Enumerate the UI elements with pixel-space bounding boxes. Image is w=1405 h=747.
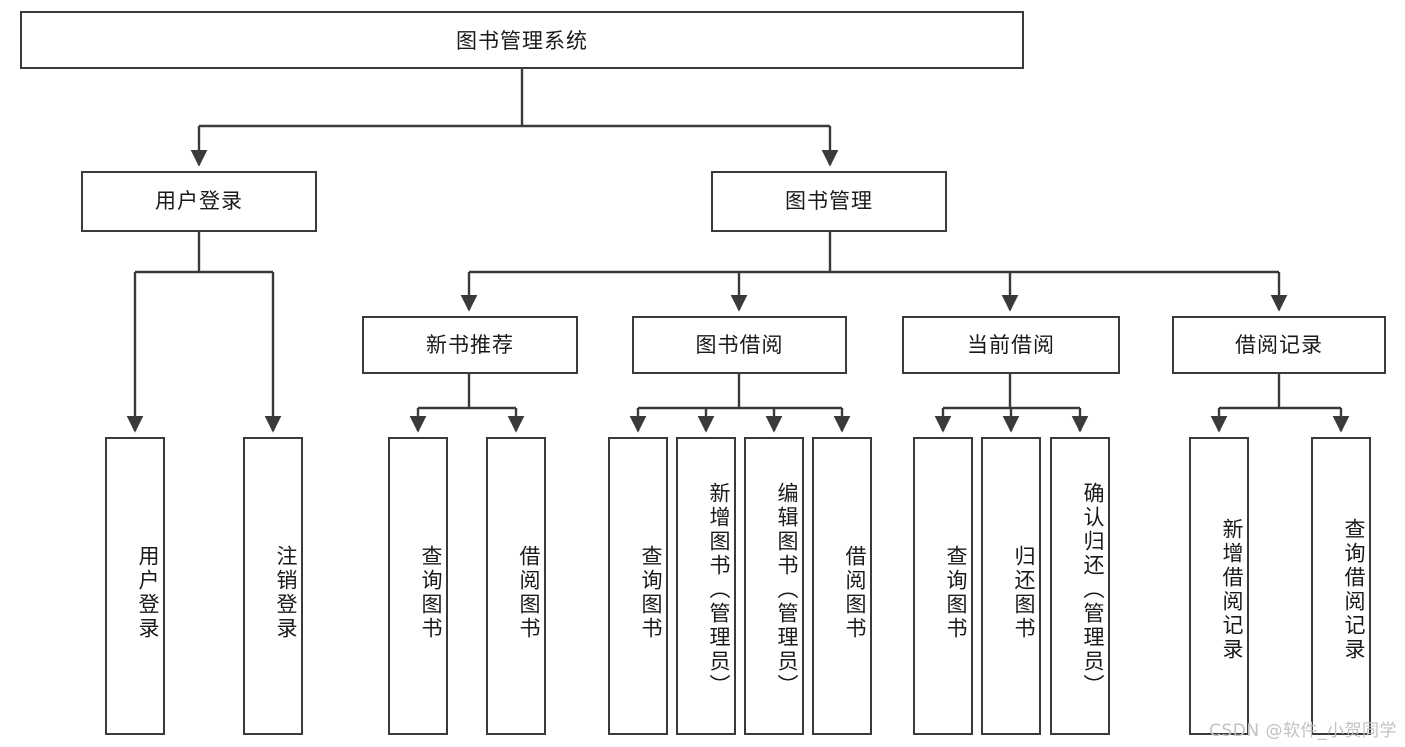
leaf-logout-login[interactable]: 注销登录: [243, 437, 303, 735]
leaf-return-book[interactable]: 归还图书: [981, 437, 1041, 735]
node-root-label: 图书管理系统: [456, 29, 588, 53]
leaf-add-borrow-record[interactable]: 新增借阅记录: [1189, 437, 1249, 735]
leaf-logout-login-label: 注销登录: [274, 545, 298, 641]
node-book-management[interactable]: 图书管理: [711, 171, 947, 232]
node-book-borrow[interactable]: 图书借阅: [632, 316, 847, 374]
leaf-query-book-current-label: 查询图书: [944, 545, 968, 641]
leaf-user-login[interactable]: 用户登录: [105, 437, 165, 735]
leaf-borrow-book[interactable]: 借阅图书: [812, 437, 872, 735]
node-borrow-record[interactable]: 借阅记录: [1172, 316, 1386, 374]
leaf-add-book-admin-label: 新增图书（管理员）: [707, 482, 731, 698]
node-user-login-label: 用户登录: [155, 189, 243, 214]
leaf-query-book[interactable]: 查询图书: [608, 437, 668, 735]
node-borrow-record-label: 借阅记录: [1235, 332, 1323, 357]
leaf-confirm-return-admin-label: 确认归还（管理员）: [1081, 482, 1105, 698]
leaf-query-book-recommend-label: 查询图书: [419, 545, 443, 641]
leaf-query-book-recommend[interactable]: 查询图书: [388, 437, 448, 735]
leaf-query-book-current[interactable]: 查询图书: [913, 437, 973, 735]
node-book-management-label: 图书管理: [785, 189, 873, 214]
node-root[interactable]: 图书管理系统: [20, 11, 1024, 69]
leaf-add-book-admin[interactable]: 新增图书（管理员）: [676, 437, 736, 735]
node-user-login[interactable]: 用户登录: [81, 171, 317, 232]
leaf-borrow-book-label: 借阅图书: [843, 545, 867, 641]
node-current-borrow-label: 当前借阅: [967, 332, 1055, 357]
leaf-return-book-label: 归还图书: [1012, 545, 1036, 641]
leaf-borrow-book-recommend[interactable]: 借阅图书: [486, 437, 546, 735]
leaf-confirm-return-admin[interactable]: 确认归还（管理员）: [1050, 437, 1110, 735]
leaf-edit-book-admin[interactable]: 编辑图书（管理员）: [744, 437, 804, 735]
watermark: CSDN @软件_小贺同学: [1209, 721, 1397, 741]
leaf-user-login-label: 用户登录: [136, 545, 160, 641]
leaf-query-borrow-record-label: 查询借阅记录: [1342, 518, 1366, 662]
leaf-query-borrow-record[interactable]: 查询借阅记录: [1311, 437, 1371, 735]
leaf-edit-book-admin-label: 编辑图书（管理员）: [775, 482, 799, 698]
node-current-borrow[interactable]: 当前借阅: [902, 316, 1120, 374]
node-new-book-recommend-label: 新书推荐: [426, 332, 514, 357]
node-book-borrow-label: 图书借阅: [695, 332, 784, 357]
node-new-book-recommend[interactable]: 新书推荐: [362, 316, 578, 374]
leaf-add-borrow-record-label: 新增借阅记录: [1220, 518, 1244, 662]
leaf-query-book-label: 查询图书: [639, 545, 663, 641]
leaf-borrow-book-recommend-label: 借阅图书: [517, 545, 541, 641]
